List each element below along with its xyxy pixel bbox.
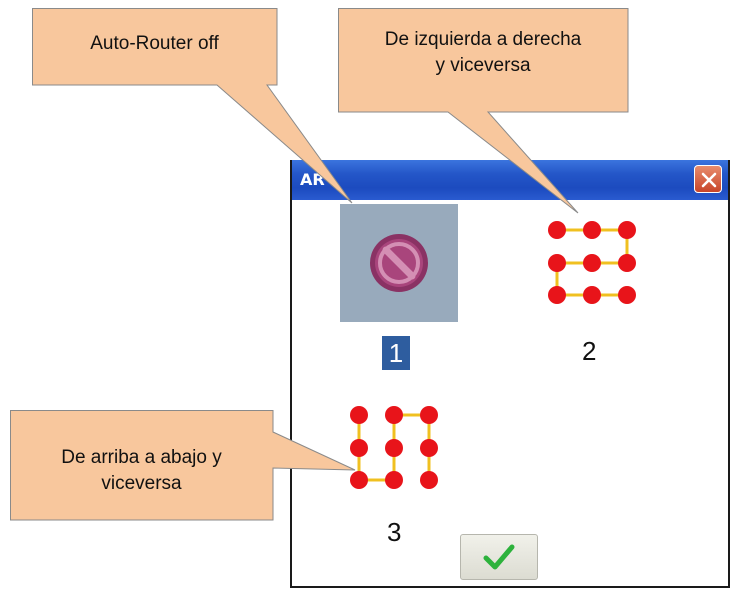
callout-auto-router-off: Auto-Router off: [32, 8, 362, 208]
close-button[interactable]: [694, 165, 722, 193]
callout-left-right: De izquierda a derecha y viceversa: [338, 8, 630, 218]
close-icon: [701, 172, 717, 188]
option-2-number[interactable]: 2: [582, 336, 597, 366]
callout-left-right-line2: y viceversa: [435, 55, 531, 76]
ar-dialog: AR 1: [290, 160, 730, 588]
callout-auto-router-shape: [32, 8, 353, 204]
option-1-tile[interactable]: [340, 204, 458, 322]
callout-top-bottom-line1: De arriba a abajo y: [61, 447, 222, 468]
option-2-left-right[interactable]: [542, 215, 642, 315]
vertical-snake-pattern-icon: [350, 406, 438, 489]
callout-auto-router-text: Auto-Router off: [90, 33, 219, 54]
option-3-top-bottom[interactable]: [344, 400, 444, 500]
option-1-number[interactable]: 1: [382, 336, 410, 370]
checkmark-icon: [483, 544, 515, 570]
callout-top-bottom: De arriba a abajo y viceversa: [10, 410, 360, 522]
callout-top-bottom-line2: viceversa: [101, 473, 182, 494]
ok-button[interactable]: [460, 534, 538, 580]
callout-left-right-shape: [338, 8, 629, 214]
callout-top-bottom-shape: [10, 410, 356, 521]
horizontal-snake-pattern-icon: [548, 221, 636, 304]
window-title: AR: [300, 170, 325, 189]
option-3-number[interactable]: 3: [387, 517, 402, 547]
title-bar[interactable]: AR: [292, 160, 728, 200]
no-entry-icon: [370, 234, 428, 292]
callout-left-right-line1: De izquierda a derecha: [384, 29, 582, 50]
